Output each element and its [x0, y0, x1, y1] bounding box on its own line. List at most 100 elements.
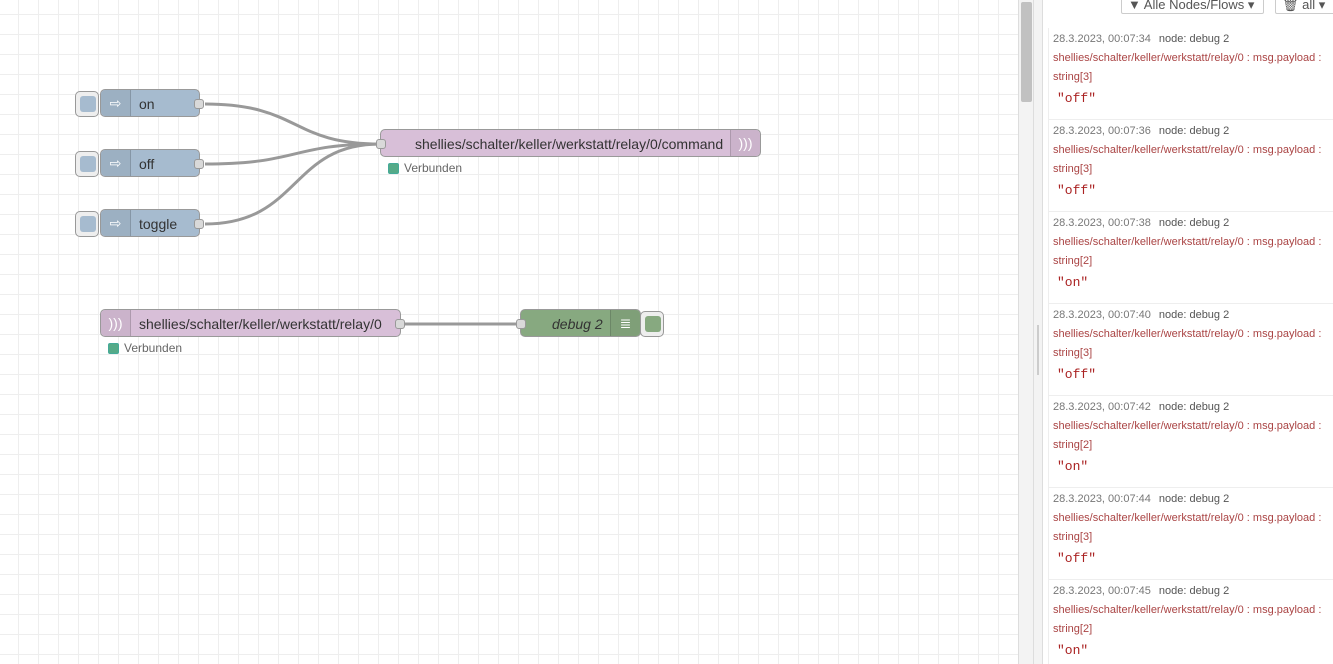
message-node[interactable]: node: debug 2 [1158, 401, 1230, 413]
message-meta: 28.3.2023, 00:07:34 node: debug 2 [1053, 33, 1333, 45]
filter-label: Alle Nodes/Flows [1143, 0, 1245, 12]
arrow-in-icon: ⇨ [101, 150, 131, 176]
debug-toggle-face[interactable] [645, 316, 661, 332]
message-type: string[3] [1053, 531, 1093, 543]
node-label: debug 2 [552, 316, 603, 332]
status-dot-icon [108, 342, 119, 354]
debug-message[interactable]: 28.3.2023, 00:07:40 node: debug 2 shellies… [1049, 304, 1333, 396]
message-node[interactable]: node: debug 2 [1158, 309, 1230, 321]
status-text: Verbunden [404, 161, 463, 175]
node-label: on [139, 96, 155, 112]
output-port[interactable] [194, 99, 204, 109]
node-label: shellies/schalter/keller/werkstatt/relay… [139, 316, 382, 332]
inject-button[interactable] [75, 211, 99, 237]
trash-icon: 🗑 [1282, 0, 1299, 12]
wire-on-to-mqtt-out[interactable] [204, 102, 381, 146]
message-value: "on" [1057, 459, 1089, 474]
message-node[interactable]: node: debug 2 [1158, 493, 1230, 505]
message-time: 28.3.2023, 00:07:34 [1053, 33, 1151, 45]
message-node[interactable]: node: debug 2 [1158, 585, 1230, 597]
message-topic: shellies/schalter/keller/werkstatt/relay… [1053, 512, 1322, 524]
status-dot-icon [388, 162, 399, 174]
message-topic: shellies/schalter/keller/werkstatt/relay… [1053, 144, 1322, 156]
inject-button-face[interactable] [80, 96, 96, 112]
message-type: string[3] [1053, 71, 1093, 83]
chevron-down-icon: ▾ [1318, 0, 1326, 12]
inject-button[interactable] [75, 151, 99, 177]
status-text: Verbunden [124, 341, 183, 355]
message-meta: 28.3.2023, 00:07:40 node: debug 2 [1053, 309, 1333, 321]
inject-node-toggle[interactable]: ⇨ toggle [100, 209, 204, 237]
message-value: "on" [1057, 275, 1089, 290]
output-port[interactable] [395, 319, 405, 329]
debug-messages: 28.3.2023, 00:07:34 node: debug 2 shellies… [1048, 28, 1333, 664]
broadcast-icon: ))) [101, 310, 131, 336]
message-type: string[2] [1053, 439, 1093, 451]
node-label: toggle [139, 216, 178, 232]
inject-button-face[interactable] [80, 216, 96, 232]
filter-icon: ▼ [1128, 0, 1141, 12]
message-node[interactable]: node: debug 2 [1158, 33, 1230, 45]
message-node[interactable]: node: debug 2 [1158, 125, 1230, 137]
inject-node-off[interactable]: ⇨ off [100, 149, 204, 177]
filter-dropdown[interactable]: ▼ Alle Nodes/Flows ▾ [1121, 0, 1264, 14]
message-time: 28.3.2023, 00:07:36 [1053, 125, 1151, 137]
wires-layer [204, 102, 520, 326]
debug-toggle-button[interactable] [640, 311, 664, 337]
node-status: Verbunden [388, 161, 462, 175]
message-value: "off" [1057, 91, 1097, 106]
chevron-down-icon: ▾ [1247, 0, 1255, 12]
debug-message[interactable]: 28.3.2023, 00:07:36 node: debug 2 shellies… [1049, 120, 1333, 212]
input-port[interactable] [376, 139, 386, 149]
input-port[interactable] [516, 319, 526, 329]
scrollbar-thumb[interactable] [1021, 2, 1032, 102]
debug-sidebar: ▼ Alle Nodes/Flows ▾ 🗑 all ▾ 28.3.2023, … [1043, 0, 1333, 664]
debug-message[interactable]: 28.3.2023, 00:07:45 node: debug 2 shellies… [1049, 580, 1333, 664]
output-port[interactable] [194, 159, 204, 169]
wire-off-to-mqtt-out[interactable] [204, 142, 381, 166]
message-time: 28.3.2023, 00:07:38 [1053, 217, 1151, 229]
message-type: string[2] [1053, 623, 1093, 635]
message-type: string[2] [1053, 255, 1093, 267]
inject-node-on[interactable]: ⇨ on [100, 89, 204, 117]
message-node[interactable]: node: debug 2 [1158, 217, 1230, 229]
message-value: "off" [1057, 551, 1097, 566]
inject-button-face[interactable] [80, 156, 96, 172]
node-label: shellies/schalter/keller/werkstatt/relay… [415, 136, 724, 152]
message-topic: shellies/schalter/keller/werkstatt/relay… [1053, 328, 1322, 340]
debug-filter-bar: ▼ Alle Nodes/Flows ▾ 🗑 all ▾ [1043, 0, 1333, 16]
debug-node[interactable]: debug 2 ≣ [516, 309, 641, 337]
clear-dropdown[interactable]: 🗑 all ▾ [1275, 0, 1333, 14]
message-time: 28.3.2023, 00:07:45 [1053, 585, 1151, 597]
flow-workspace[interactable]: ⇨ on ⇨ off ⇨ toggle shellies/schalter/ke… [0, 0, 1018, 664]
message-topic: shellies/schalter/keller/werkstatt/relay… [1053, 52, 1322, 64]
separator-grip-icon [1037, 325, 1039, 375]
wire-toggle-to-mqtt-out[interactable] [204, 142, 381, 226]
broadcast-icon: ))) [730, 130, 760, 156]
clear-label: all [1302, 0, 1316, 12]
message-topic: shellies/schalter/keller/werkstatt/relay… [1053, 604, 1322, 616]
workspace-scrollbar[interactable] [1018, 0, 1034, 664]
mqtt-in-node[interactable]: ))) shellies/schalter/keller/werkstatt/r… [100, 309, 405, 337]
message-value: "off" [1057, 367, 1097, 382]
arrow-in-icon: ⇨ [101, 90, 131, 116]
message-value: "on" [1057, 643, 1089, 658]
message-type: string[3] [1053, 347, 1093, 359]
node-status: Verbunden [108, 341, 182, 355]
message-time: 28.3.2023, 00:07:40 [1053, 309, 1151, 321]
debug-message[interactable]: 28.3.2023, 00:07:34 node: debug 2 shellies… [1049, 28, 1333, 120]
message-meta: 28.3.2023, 00:07:45 node: debug 2 [1053, 585, 1333, 597]
arrow-in-icon: ⇨ [101, 210, 131, 236]
sidebar-separator[interactable] [1033, 0, 1043, 664]
inject-button[interactable] [75, 91, 99, 117]
list-icon: ≣ [610, 310, 640, 336]
output-port[interactable] [194, 219, 204, 229]
message-type: string[3] [1053, 163, 1093, 175]
node-label: off [139, 156, 155, 172]
mqtt-out-node[interactable]: shellies/schalter/keller/werkstatt/relay… [376, 129, 761, 157]
